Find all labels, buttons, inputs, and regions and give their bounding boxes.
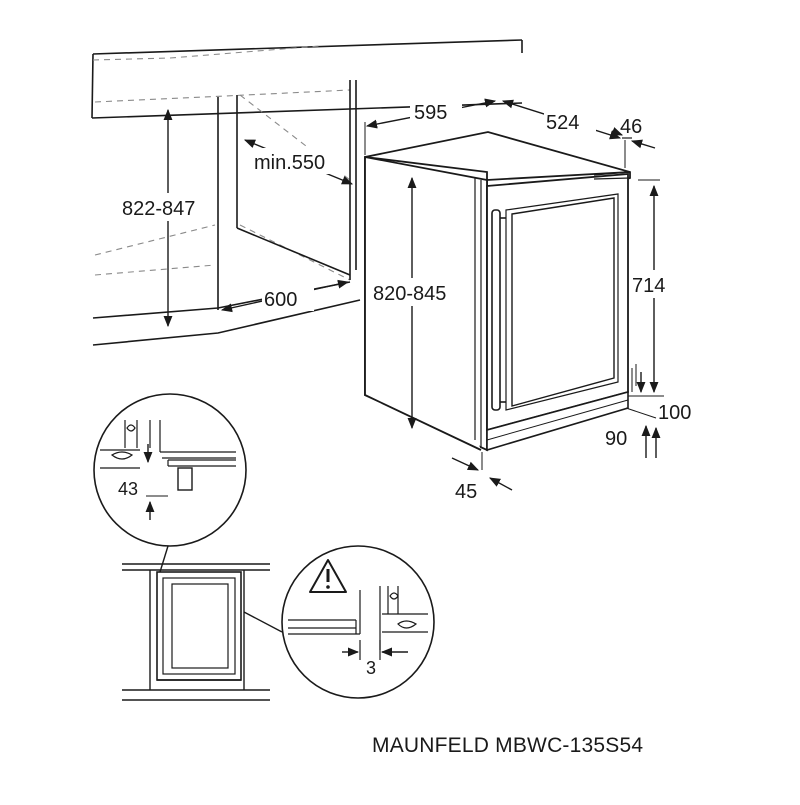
warning-icon xyxy=(309,559,347,593)
appliance-width-label: 595 xyxy=(414,102,447,124)
niche-height-dimension: 822-847 xyxy=(122,108,216,328)
detail-circle-bottom: 3 xyxy=(281,545,435,699)
niche-width-dimension: 600 xyxy=(220,279,350,313)
door-handle xyxy=(491,209,506,411)
niche-depth-label: min.550 xyxy=(254,152,325,174)
appliance-width-dimension: 595 xyxy=(364,98,497,155)
appliance-height-dimension: 820-845 xyxy=(370,176,468,430)
plinth-90-label: 90 xyxy=(605,428,627,450)
appliance-door xyxy=(486,173,629,432)
door-thickness-dimension: 46 xyxy=(610,116,656,168)
niche-width-label: 600 xyxy=(264,289,297,311)
appliance-top-edge xyxy=(593,171,631,180)
appliance-depth-label: 524 xyxy=(546,112,579,134)
door-height-dimension: 714 xyxy=(630,179,680,394)
detail-circle-top: 43 xyxy=(93,393,247,573)
door-thickness-label: 46 xyxy=(620,116,642,138)
appliance-plinth xyxy=(486,390,629,452)
front-view-cabinet xyxy=(122,563,270,701)
detail-clearance-label: 3 xyxy=(366,658,376,678)
plinth-100-label: 100 xyxy=(658,402,691,424)
appliance-height-label: 820-845 xyxy=(373,283,446,305)
niche-depth-dimension: min.550 xyxy=(243,139,354,185)
side-offset-dimension: 45 xyxy=(451,452,513,503)
countertop-hidden-lines xyxy=(92,45,351,281)
appliance-depth-dimension: 524 xyxy=(501,99,622,140)
door-height-label: 714 xyxy=(632,275,665,297)
side-offset-label: 45 xyxy=(455,481,477,503)
niche-height-label: 822-847 xyxy=(122,198,195,220)
detail-leader-line xyxy=(243,611,283,633)
detail-gap-label: 43 xyxy=(118,479,138,499)
plinth-dimensions: 100 90 xyxy=(605,364,691,458)
model-caption: MAUNFELD MBWC-135S54 xyxy=(372,734,643,757)
